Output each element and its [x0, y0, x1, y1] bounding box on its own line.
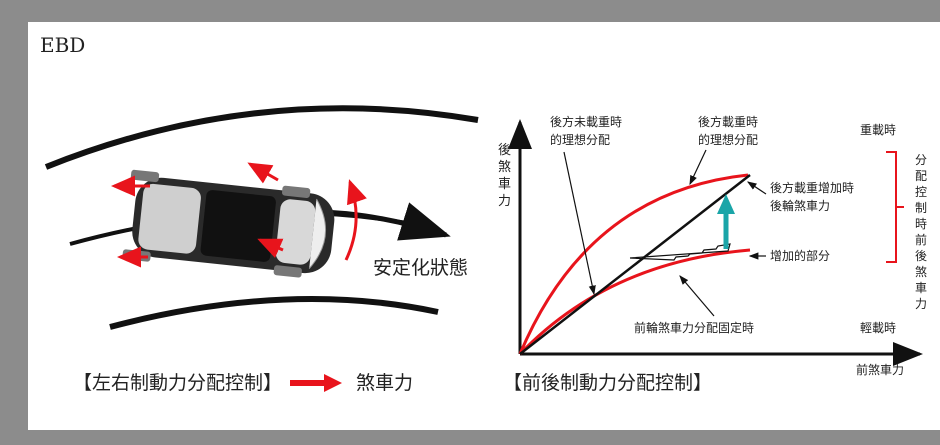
stable-state-label: 安定化狀態	[373, 257, 468, 279]
unloaded-curve-label: 後方未載重時 的理想分配	[550, 114, 622, 147]
rear-increase-label: 後方載重增加時 後輪煞車力	[770, 180, 854, 213]
diagram-panel: EBD 安定化狀態 【左右制動力分配控制】 煞車力	[28, 22, 940, 430]
bracket-char: 煞	[915, 265, 927, 279]
car-roof	[200, 190, 276, 262]
wheel-front-right	[273, 265, 302, 278]
car-hood	[308, 198, 327, 269]
diagram-canvas: EBD 安定化狀態 【左右制動力分配控制】 煞車力	[40, 33, 927, 394]
label-line: 的理想分配	[698, 132, 758, 147]
y-axis-char: 煞	[498, 160, 511, 175]
legend-label: 煞車力	[356, 372, 413, 394]
increase-zone	[629, 243, 731, 261]
page-title: EBD	[40, 33, 85, 57]
road-inner-edge	[109, 296, 439, 330]
x-axis-label: 前煞車力	[856, 362, 904, 377]
brake-arrow-front-left	[247, 162, 279, 184]
ideal-curve-unloaded	[518, 248, 751, 356]
road-outer-edge	[44, 105, 479, 170]
brake-force-legend: 煞車力	[290, 372, 413, 394]
left-caption: 【左右制動力分配控制】	[73, 372, 282, 394]
control-bracket	[886, 151, 904, 263]
y-axis-char: 後	[498, 143, 511, 158]
added-part-label: 增加的部分	[770, 248, 830, 263]
car-rear-window	[138, 183, 201, 254]
bracket-char: 控	[915, 185, 927, 199]
fixed-ratio-label: 前輪煞車力分配固定時	[634, 320, 754, 335]
legend-arrowhead	[324, 374, 342, 392]
label-line: 後輪煞車力	[770, 198, 830, 213]
bracket-char: 後	[915, 249, 927, 263]
label-line: 後方載重增加時	[770, 180, 854, 195]
graph-axes	[508, 119, 923, 366]
car-windshield	[275, 199, 316, 265]
loaded-pointer	[689, 149, 707, 186]
loaded-curve-label: 後方載重時 的理想分配	[698, 114, 758, 147]
fixed-ratio-pointer	[679, 275, 715, 317]
bracket-char: 前	[915, 232, 927, 247]
wheel-front-left	[282, 185, 311, 198]
bracket-char: 分	[915, 153, 927, 167]
bracket-char: 車	[915, 281, 927, 295]
heavy-load-label: 重載時	[860, 123, 896, 137]
label-line: 的理想分配	[550, 132, 610, 147]
car-top-view	[122, 169, 335, 278]
y-axis-label: 後 煞 車 力	[498, 143, 511, 209]
increase-arrow-head	[717, 194, 735, 214]
y-axis-char: 車	[498, 177, 511, 192]
brake-arrow-front-right	[257, 238, 284, 259]
label-line: 後方載重時	[698, 114, 758, 129]
fixed-ratio-line	[519, 174, 751, 355]
label-line: 後方未載重時	[550, 114, 622, 129]
right-caption: 【前後制動力分配控制】	[503, 372, 712, 394]
brake-force-arrows	[111, 162, 367, 268]
bracket-char: 時	[915, 217, 927, 231]
bracket-char: 制	[915, 201, 927, 215]
increase-arrow	[717, 194, 735, 249]
y-axis-char: 力	[498, 194, 511, 209]
light-load-label: 輕載時	[860, 321, 896, 335]
ideal-curve-loaded	[518, 173, 749, 355]
bracket-char: 配	[915, 169, 927, 183]
yaw-correction-arrow	[344, 179, 367, 261]
bracket-char: 力	[915, 297, 927, 311]
increase-pointer	[747, 181, 767, 195]
unloaded-pointer	[563, 151, 596, 296]
wheel-rear-left	[130, 169, 160, 183]
bracket-label: 分 配 控 制 時 前 後 煞 車 力	[915, 153, 927, 311]
